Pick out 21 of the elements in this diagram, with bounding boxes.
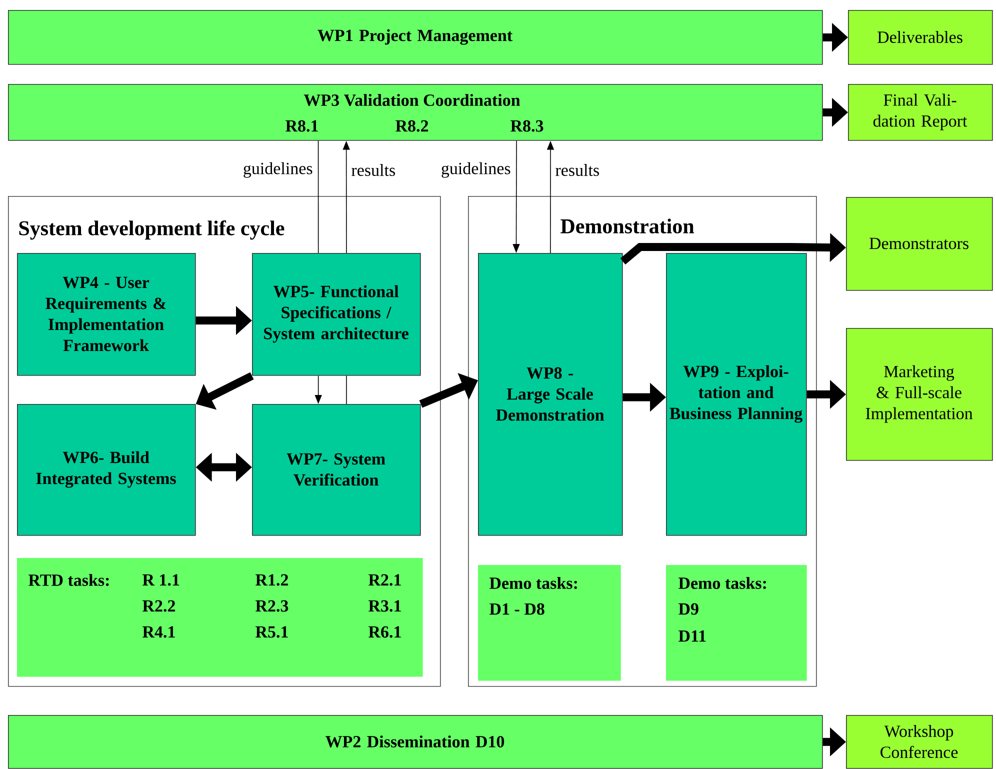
work-package-bar: WP3 Validation Coordination R8.1 R8.2 R8.3 — [8, 84, 823, 141]
work-package-box: WP9 - Exploi- tation and Business Planning — [666, 253, 807, 536]
output-box: Final Vali- dation Report — [848, 84, 993, 141]
output-box: Deliverables — [848, 10, 993, 65]
work-package-box: WP5- Functional Specifications / System architecture — [252, 253, 421, 376]
output-box: Demonstrators — [846, 197, 993, 291]
work-package-box: WP8 - Large Scale Demonstration — [478, 253, 623, 536]
task-box: RTD tasks: R 1.1 R1.2 R2.1 R2.2 R2.3 R3.1 R4.1 R5.1 R6.1 — [17, 558, 423, 677]
edge-label: guidelines — [242, 161, 314, 179]
output-box: Workshop Conference — [846, 715, 993, 769]
edge-label: results — [350, 163, 397, 177]
work-package-bar: WP1 Project Management — [8, 10, 823, 65]
edge-label: results — [554, 163, 601, 177]
edge-label: guidelines — [440, 161, 512, 179]
task-box: Demo tasks: D9 D11 — [666, 565, 807, 681]
work-package-box: WP7- System Verification — [252, 404, 421, 536]
work-package-box: WP6- Build Integrated Systems — [17, 404, 196, 536]
work-package-box: WP4 - User Requirements & Implementation Framework — [17, 253, 196, 376]
output-box: Marketing & Full-scale Implementation — [846, 328, 993, 461]
work-package-bar: WP2 Dissemination D10 — [8, 715, 823, 769]
task-box: Demo tasks: D1 - D8 — [478, 565, 621, 681]
